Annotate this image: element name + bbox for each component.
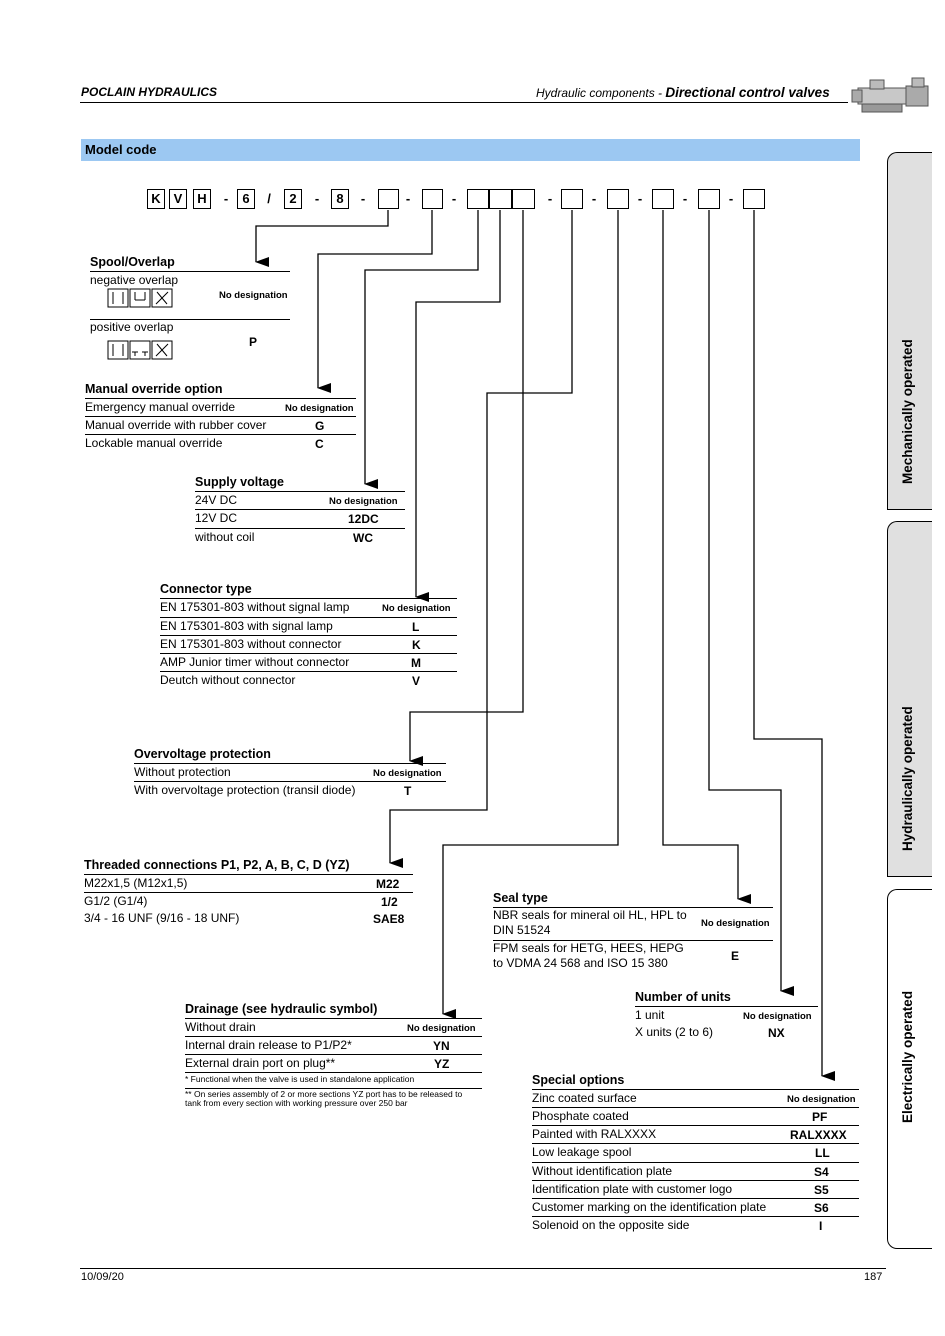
positive-overlap-symbol [107, 340, 173, 360]
negative-overlap-label: negative overlap [90, 273, 179, 287]
spool-divider [90, 271, 290, 272]
seal-type-title: Seal type [493, 891, 548, 905]
seal-nbr-code: No designation [701, 918, 770, 929]
footer-divider [80, 1268, 886, 1269]
code-separator: - [223, 191, 229, 206]
spool-title: Spool/Overlap [90, 255, 175, 269]
code-box [561, 189, 583, 209]
header-product: Directional control valves [665, 85, 830, 100]
code-box: K [147, 189, 165, 209]
header-title: Hydraulic components - Directional contr… [536, 85, 830, 100]
header-category: Hydraulic components - [536, 86, 666, 100]
code-box [467, 189, 489, 209]
code-separator: - [451, 191, 457, 206]
code-box [378, 189, 399, 209]
code-box: H [193, 189, 211, 209]
code-separator: / [267, 191, 271, 206]
code-box: 8 [331, 189, 349, 209]
negative-overlap-code: No designation [219, 290, 288, 301]
page-number: 187 [864, 1271, 883, 1283]
manual-override-title: Manual override option [85, 382, 223, 396]
code-separator: - [547, 191, 553, 206]
drainage-row: Internal drain release to P1/P2*YN [185, 1036, 482, 1055]
spool-divider [90, 319, 290, 320]
threaded-title: Threaded connections P1, P2, A, B, C, D … [84, 858, 350, 872]
drainage-row: External drain port on plug**YZ [185, 1054, 482, 1073]
code-box [652, 189, 674, 209]
seal-fpm-code: E [731, 949, 740, 963]
positive-overlap-label: positive overlap [90, 320, 174, 334]
drainage-title: Drainage (see hydraulic symbol) [185, 1002, 378, 1016]
special-options-title: Special options [532, 1073, 625, 1087]
drainage-divider [185, 1072, 482, 1073]
code-separator: - [682, 191, 688, 206]
code-box [512, 189, 535, 209]
code-separator: - [728, 191, 734, 206]
code-box [743, 189, 765, 209]
company-name: POCLAIN HYDRAULICS [81, 85, 218, 99]
code-box [607, 189, 629, 209]
section-bar: Model code [81, 139, 860, 161]
code-separator: - [637, 191, 643, 206]
overvoltage-title: Overvoltage protection [134, 747, 271, 761]
drainage-note-2: ** On series assembly of 2 or more secti… [185, 1089, 463, 1108]
code-box: V [169, 189, 187, 209]
section-title: Model code [85, 142, 157, 157]
special-option-row: Customer marking on the identification p… [532, 1198, 859, 1217]
units-row: X units (2 to 6)NX [635, 1025, 785, 1040]
supply-voltage-title: Supply voltage [195, 475, 284, 489]
drainage-note-1: * Functional when the valve is used in s… [185, 1074, 415, 1084]
tab-hydraulically-operated[interactable]: Hydraulically operated [887, 521, 932, 877]
connector-type-title: Connector type [160, 582, 252, 596]
tab-mechanically-operated[interactable]: Mechanically operated [887, 152, 932, 510]
overvoltage-row: With overvoltage protection (transil dio… [134, 781, 446, 800]
code-separator: - [360, 191, 366, 206]
code-box: 6 [237, 189, 255, 209]
code-separator: - [314, 191, 320, 206]
code-box [489, 189, 512, 209]
code-box: 2 [284, 189, 302, 209]
drainage-divider [185, 1088, 482, 1089]
seal-divider [493, 907, 773, 908]
code-separator: - [405, 191, 411, 206]
threaded-row: M22x1,5 (M12x1,5)M22 [84, 874, 413, 893]
seal-divider [493, 940, 773, 941]
tab-electrically-operated[interactable]: Electrically operated [887, 889, 932, 1249]
threaded-row: G1/2 (G1/4)1/2 [84, 892, 413, 911]
footer-date: 10/09/20 [81, 1271, 124, 1283]
valve-product-icon [851, 77, 929, 113]
code-box [698, 189, 720, 209]
code-separator: - [591, 191, 597, 206]
units-title: Number of units [635, 990, 731, 1004]
code-box [422, 189, 443, 209]
positive-overlap-code: P [249, 335, 258, 349]
threaded-row: 3/4 - 16 UNF (9/16 - 18 UNF)SAE8 [84, 911, 405, 926]
header-divider [80, 102, 848, 103]
negative-overlap-symbol [107, 288, 173, 308]
